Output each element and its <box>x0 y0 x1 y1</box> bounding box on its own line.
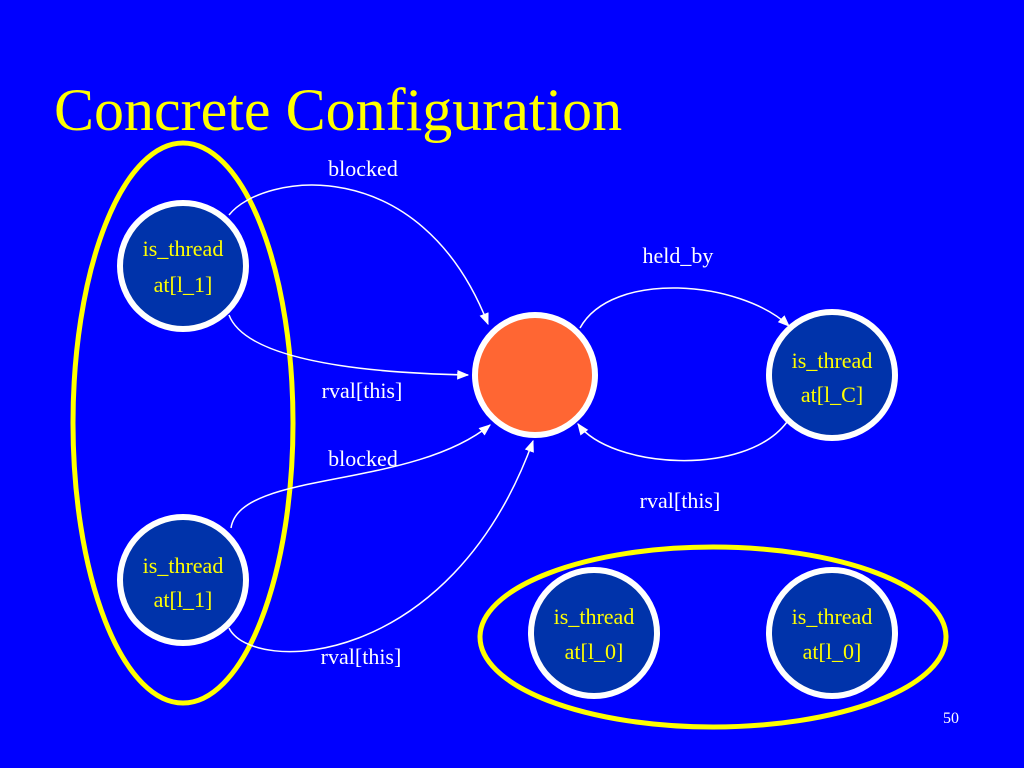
edge-label-rval-lock: rval[this] <box>640 488 721 513</box>
node-label-line2: at[l_C] <box>801 382 863 407</box>
node-label-line2: at[l_0] <box>803 639 862 664</box>
edge-rval-top <box>228 314 470 380</box>
edge-rval-bottom <box>228 439 534 653</box>
thread-node-idle-1: is_thread at[l_0] <box>528 567 660 699</box>
node-label-line2: at[l_1] <box>154 587 213 612</box>
edge-label-held-by: held_by <box>643 243 714 268</box>
node-label-line2: at[l_0] <box>565 639 624 664</box>
bottom-group-outline <box>477 544 949 730</box>
lock-node <box>472 312 598 438</box>
thread-node-holder: is_thread at[l_C] <box>766 309 898 441</box>
thread-node-idle-2: is_thread at[l_0] <box>766 567 898 699</box>
page-number: 50 <box>943 710 959 727</box>
node-label-line1: is_thread <box>554 604 635 629</box>
edge-label-rval-bottom: rval[this] <box>321 644 402 669</box>
edge-label-blocked-top: blocked <box>328 156 398 181</box>
node-label-line1: is_thread <box>143 553 224 578</box>
edge-held-by <box>579 287 790 329</box>
thread-node-top-left: is_thread at[l_1] <box>117 200 249 332</box>
node-label-line1: is_thread <box>792 348 873 373</box>
node-label-line2: at[l_1] <box>154 272 213 297</box>
edge-label-rval-top: rval[this] <box>322 378 403 403</box>
left-group-outline <box>70 140 296 706</box>
edge-blocked-bottom <box>230 424 491 529</box>
edge-blocked-top <box>228 184 489 326</box>
node-label-line1: is_thread <box>143 236 224 261</box>
edge-label-blocked-bottom: blocked <box>328 446 398 471</box>
thread-node-bottom-left: is_thread at[l_1] <box>117 514 249 646</box>
slide-title: Concrete Configuration <box>54 77 623 143</box>
edge-rval-lock <box>577 421 788 462</box>
node-label-line1: is_thread <box>792 604 873 629</box>
